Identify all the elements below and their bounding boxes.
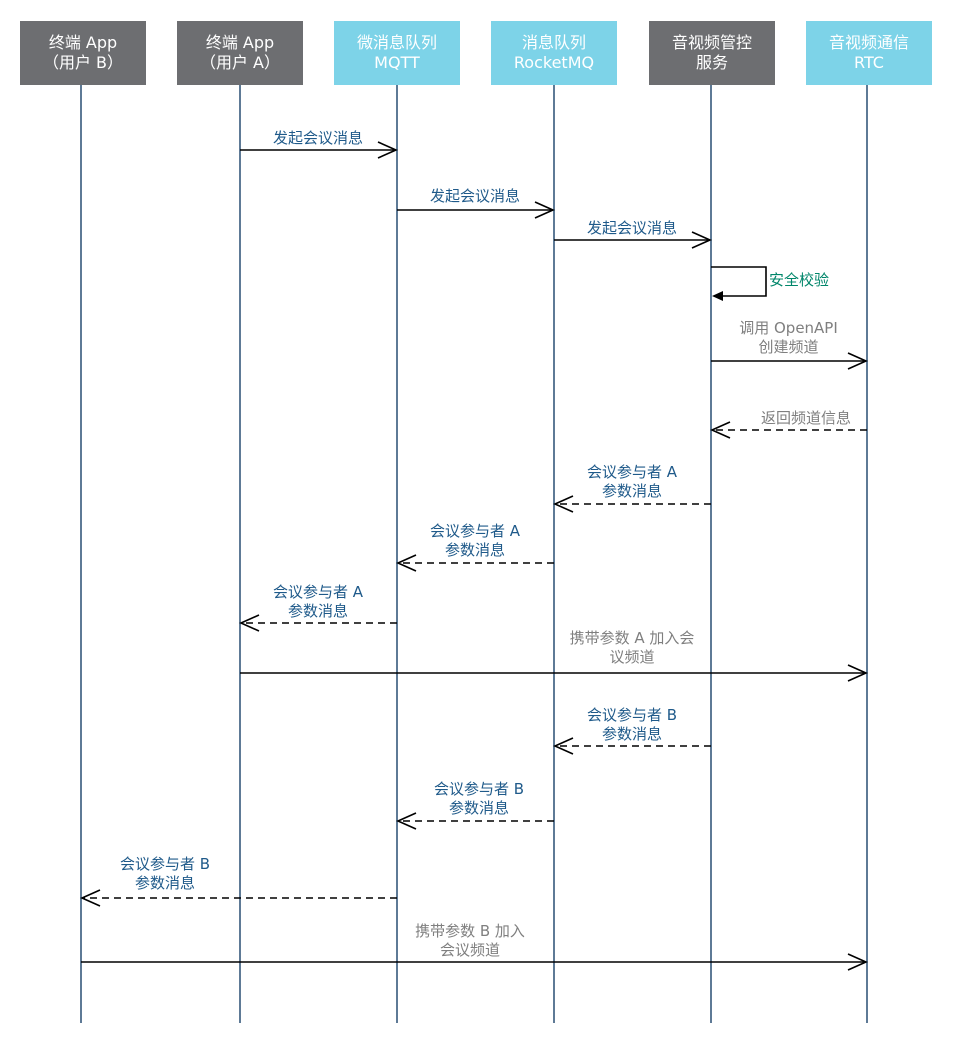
msg-10-label: 携带参数 A 加入会议频道 xyxy=(552,629,712,667)
msg-9-line2: 参数消息 xyxy=(287,602,348,620)
msg-7-arrowhead xyxy=(553,495,574,513)
msg-13-line1: 会议参与者 B xyxy=(119,855,211,873)
msg-6-label: 返回频道信息 xyxy=(711,409,901,428)
msg-2-line1: 发起会议消息 xyxy=(429,187,520,205)
participant-app-a-line2: （用户 A） xyxy=(199,53,281,72)
msg-1-line1: 发起会议消息 xyxy=(272,129,363,147)
msg-5-line2: 创建频道 xyxy=(758,338,819,356)
msg-5-arrowhead xyxy=(847,352,868,370)
participant-rtc-line1: 音视频通信 xyxy=(828,33,909,52)
msg-3-arrowhead xyxy=(691,231,712,249)
msg-9-arrowhead xyxy=(239,614,260,632)
msg-10-arrowhead xyxy=(847,664,868,682)
lifeline-mqtt xyxy=(396,85,398,1023)
msg-4-label: 安全校验 xyxy=(769,271,829,290)
msg-10-line1: 携带参数 A 加入会 xyxy=(569,629,695,647)
msg-6-arrowhead xyxy=(710,421,731,439)
participant-rocketmq-line1: 消息队列 xyxy=(521,33,586,52)
msg-3-label: 发起会议消息 xyxy=(554,219,710,238)
msg-1-arrowhead xyxy=(377,141,398,159)
msg-8-arrowhead xyxy=(396,554,417,572)
lifeline-app-b xyxy=(80,85,82,1023)
msg-8-line2: 参数消息 xyxy=(444,541,505,559)
msg-2-label: 发起会议消息 xyxy=(397,187,553,206)
msg-14-label: 携带参数 B 加入会议频道 xyxy=(390,922,550,960)
msg-13-arrowhead xyxy=(80,889,101,907)
msg-3-line1: 发起会议消息 xyxy=(586,219,677,237)
participant-mqtt-line1: 微消息队列 xyxy=(356,33,437,52)
lifeline-control xyxy=(710,85,712,1023)
msg-14-line1: 携带参数 B 加入 xyxy=(415,922,525,940)
participant-mqtt-line2: MQTT xyxy=(374,53,420,72)
lifeline-rtc xyxy=(866,85,868,1023)
msg-11-arrowhead xyxy=(553,737,574,755)
lifeline-app-a xyxy=(239,85,241,1023)
msg-7-line1: 会议参与者 A xyxy=(586,463,678,481)
participant-control-line2: 服务 xyxy=(695,53,728,72)
lifeline-rocketmq xyxy=(553,85,555,1023)
msg-11-line2: 参数消息 xyxy=(601,725,662,743)
participant-control: 音视频管控服务 xyxy=(649,21,775,85)
participant-rtc-line2: RTC xyxy=(854,53,884,72)
participant-rocketmq-line2: RocketMQ xyxy=(513,53,595,72)
msg-14-line2: 会议频道 xyxy=(439,941,500,959)
msg-4-arrowhead xyxy=(712,291,723,301)
participant-app-b-line2: （用户 B） xyxy=(42,53,124,72)
msg-13-line2: 参数消息 xyxy=(134,874,195,892)
participant-app-b-line1: 终端 App xyxy=(48,33,118,52)
msg-2-arrowhead xyxy=(534,201,555,219)
msg-6-line1: 返回频道信息 xyxy=(760,409,851,427)
msg-8-line1: 会议参与者 A xyxy=(429,522,521,540)
msg-1-label: 发起会议消息 xyxy=(240,129,396,148)
msg-5-line1: 调用 OpenAPI xyxy=(739,319,838,337)
participant-app-a-line1: 终端 App xyxy=(205,33,275,52)
participant-app-a: 终端 App（用户 A） xyxy=(177,21,303,85)
msg-4-arrow-line xyxy=(711,266,767,297)
msg-11-line1: 会议参与者 B xyxy=(586,706,678,724)
msg-7-line2: 参数消息 xyxy=(601,482,662,500)
msg-12-arrowhead xyxy=(396,812,417,830)
msg-12-line2: 参数消息 xyxy=(448,799,509,817)
msg-14-arrowhead xyxy=(847,953,868,971)
msg-10-line2: 议频道 xyxy=(609,648,655,666)
msg-9-line1: 会议参与者 A xyxy=(272,583,364,601)
msg-4-line1: 安全校验 xyxy=(769,271,830,289)
participant-control-line1: 音视频管控 xyxy=(671,33,752,52)
msg-12-line1: 会议参与者 B xyxy=(433,780,525,798)
participant-app-b: 终端 App（用户 B） xyxy=(20,21,146,85)
